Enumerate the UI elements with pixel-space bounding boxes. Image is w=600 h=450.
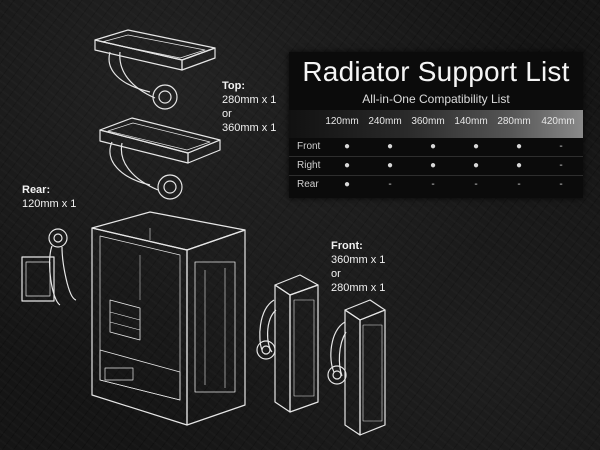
rear-label-heading: Rear: bbox=[22, 184, 51, 196]
table-row: Rear ● - - - - - bbox=[289, 176, 583, 194]
top-radiator-upper-illustration bbox=[94, 29, 216, 110]
top-label-line: 360mm x 1 bbox=[222, 122, 277, 134]
table-cell: - bbox=[431, 179, 435, 190]
top-radiator-lower-illustration bbox=[99, 117, 221, 200]
front-label-heading: Front: bbox=[331, 240, 363, 252]
column-header: 360mm bbox=[411, 116, 445, 127]
table-cell: ● bbox=[343, 160, 351, 171]
radiator-support-panel: Radiator Support List All-in-One Compati… bbox=[289, 52, 583, 198]
column-header: 280mm bbox=[497, 116, 531, 127]
table-cell: ● bbox=[515, 141, 523, 152]
table-cell: ● bbox=[472, 160, 480, 171]
table-cell: ● bbox=[343, 141, 351, 152]
column-header: 120mm bbox=[325, 116, 359, 127]
table-cell: ● bbox=[515, 160, 523, 171]
top-radiator-label: Top: 280mm x 1 or 360mm x 1 bbox=[222, 79, 276, 135]
table-cell: ● bbox=[429, 141, 437, 152]
table-cell: - bbox=[474, 179, 478, 190]
pc-case-illustration bbox=[91, 211, 246, 426]
front-label-line: 280mm x 1 bbox=[331, 282, 386, 294]
table-cell: - bbox=[388, 179, 392, 190]
rear-radiator-label: Rear: 120mm x 1 bbox=[22, 183, 76, 211]
row-label: Rear bbox=[297, 179, 319, 190]
table-row: Front ● ● ● ● ● - bbox=[289, 138, 583, 157]
table-cell: ● bbox=[429, 160, 437, 171]
top-label-heading: Top: bbox=[222, 80, 246, 92]
column-header: 420mm bbox=[541, 116, 575, 127]
panel-title: Radiator Support List bbox=[302, 56, 570, 87]
rear-radiator-illustration bbox=[21, 228, 77, 306]
table-cell: - bbox=[517, 179, 521, 190]
rear-label-line: 120mm x 1 bbox=[22, 198, 77, 210]
top-label-line: 280mm x 1 bbox=[222, 94, 277, 106]
column-header: 140mm bbox=[454, 116, 488, 127]
front-radiator-left-illustration bbox=[256, 274, 319, 413]
table-header-bar bbox=[289, 110, 583, 138]
table-cell: - bbox=[559, 179, 563, 190]
front-radiator-right-illustration bbox=[327, 299, 386, 436]
table-cell: - bbox=[559, 160, 563, 171]
row-label: Front bbox=[297, 141, 321, 152]
front-radiator-label: Front: 360mm x 1 or 280mm x 1 bbox=[331, 239, 385, 295]
front-label-line: 360mm x 1 bbox=[331, 254, 386, 266]
table-row: Right ● ● ● ● ● - bbox=[289, 157, 583, 176]
table-cell: ● bbox=[386, 160, 394, 171]
table-cell: ● bbox=[386, 141, 394, 152]
table-cell: - bbox=[559, 141, 563, 152]
column-header: 240mm bbox=[368, 116, 402, 127]
table-cell: ● bbox=[343, 179, 351, 190]
table-cell: ● bbox=[472, 141, 480, 152]
row-label: Right bbox=[297, 160, 321, 171]
front-label-line: or bbox=[331, 268, 341, 280]
panel-subtitle: All-in-One Compatibility List bbox=[362, 92, 510, 106]
top-label-line: or bbox=[222, 108, 232, 120]
